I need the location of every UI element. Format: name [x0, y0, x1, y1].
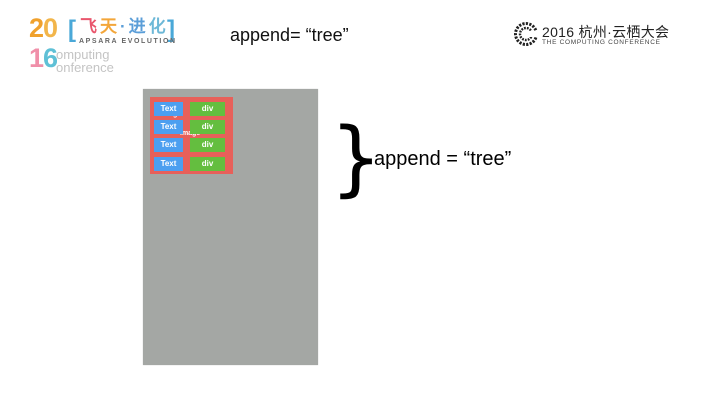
- logo-bracket-left: [: [68, 16, 76, 43]
- text-element[interactable]: Text: [154, 157, 183, 171]
- logo-bracket-right: ]: [167, 16, 175, 43]
- logo-english-title: APSARA EVOLUTION: [79, 38, 177, 45]
- div-element[interactable]: div: [190, 138, 225, 152]
- logo-year-bottom: 16: [29, 43, 58, 73]
- conference-chinese-title: 2016 杭州·云栖大会: [542, 24, 670, 40]
- curly-brace: }: [330, 111, 383, 206]
- div-element[interactable]: div: [190, 120, 225, 134]
- logo-year-top: 20: [29, 13, 58, 43]
- text-element[interactable]: Text: [154, 138, 183, 152]
- logo-subtitle-1: omputing: [56, 47, 110, 62]
- page-title: append= “tree”: [230, 25, 349, 45]
- logo-subtitle-2: onference: [56, 60, 114, 75]
- tree-container: image image Text div Text div Text div T…: [150, 97, 233, 174]
- cloud-c-icon: [514, 22, 538, 46]
- div-element[interactable]: div: [190, 102, 225, 116]
- append-annotation: append = “tree”: [374, 148, 512, 170]
- logo-chinese-title: 飞天·进化: [80, 17, 169, 36]
- conference-logo: 2016 杭州·云栖大会 THE COMPUTING CONFERENCE: [514, 22, 704, 48]
- phone-screen: image image Text div Text div Text div T…: [143, 89, 318, 365]
- div-element[interactable]: div: [190, 157, 225, 171]
- text-element[interactable]: Text: [154, 120, 183, 134]
- conference-english-title: THE COMPUTING CONFERENCE: [542, 39, 661, 46]
- event-logo: 20 16 [ 飞天·进化 ] APSARA EVOLUTION omputin…: [0, 0, 200, 80]
- text-element[interactable]: Text: [154, 102, 183, 116]
